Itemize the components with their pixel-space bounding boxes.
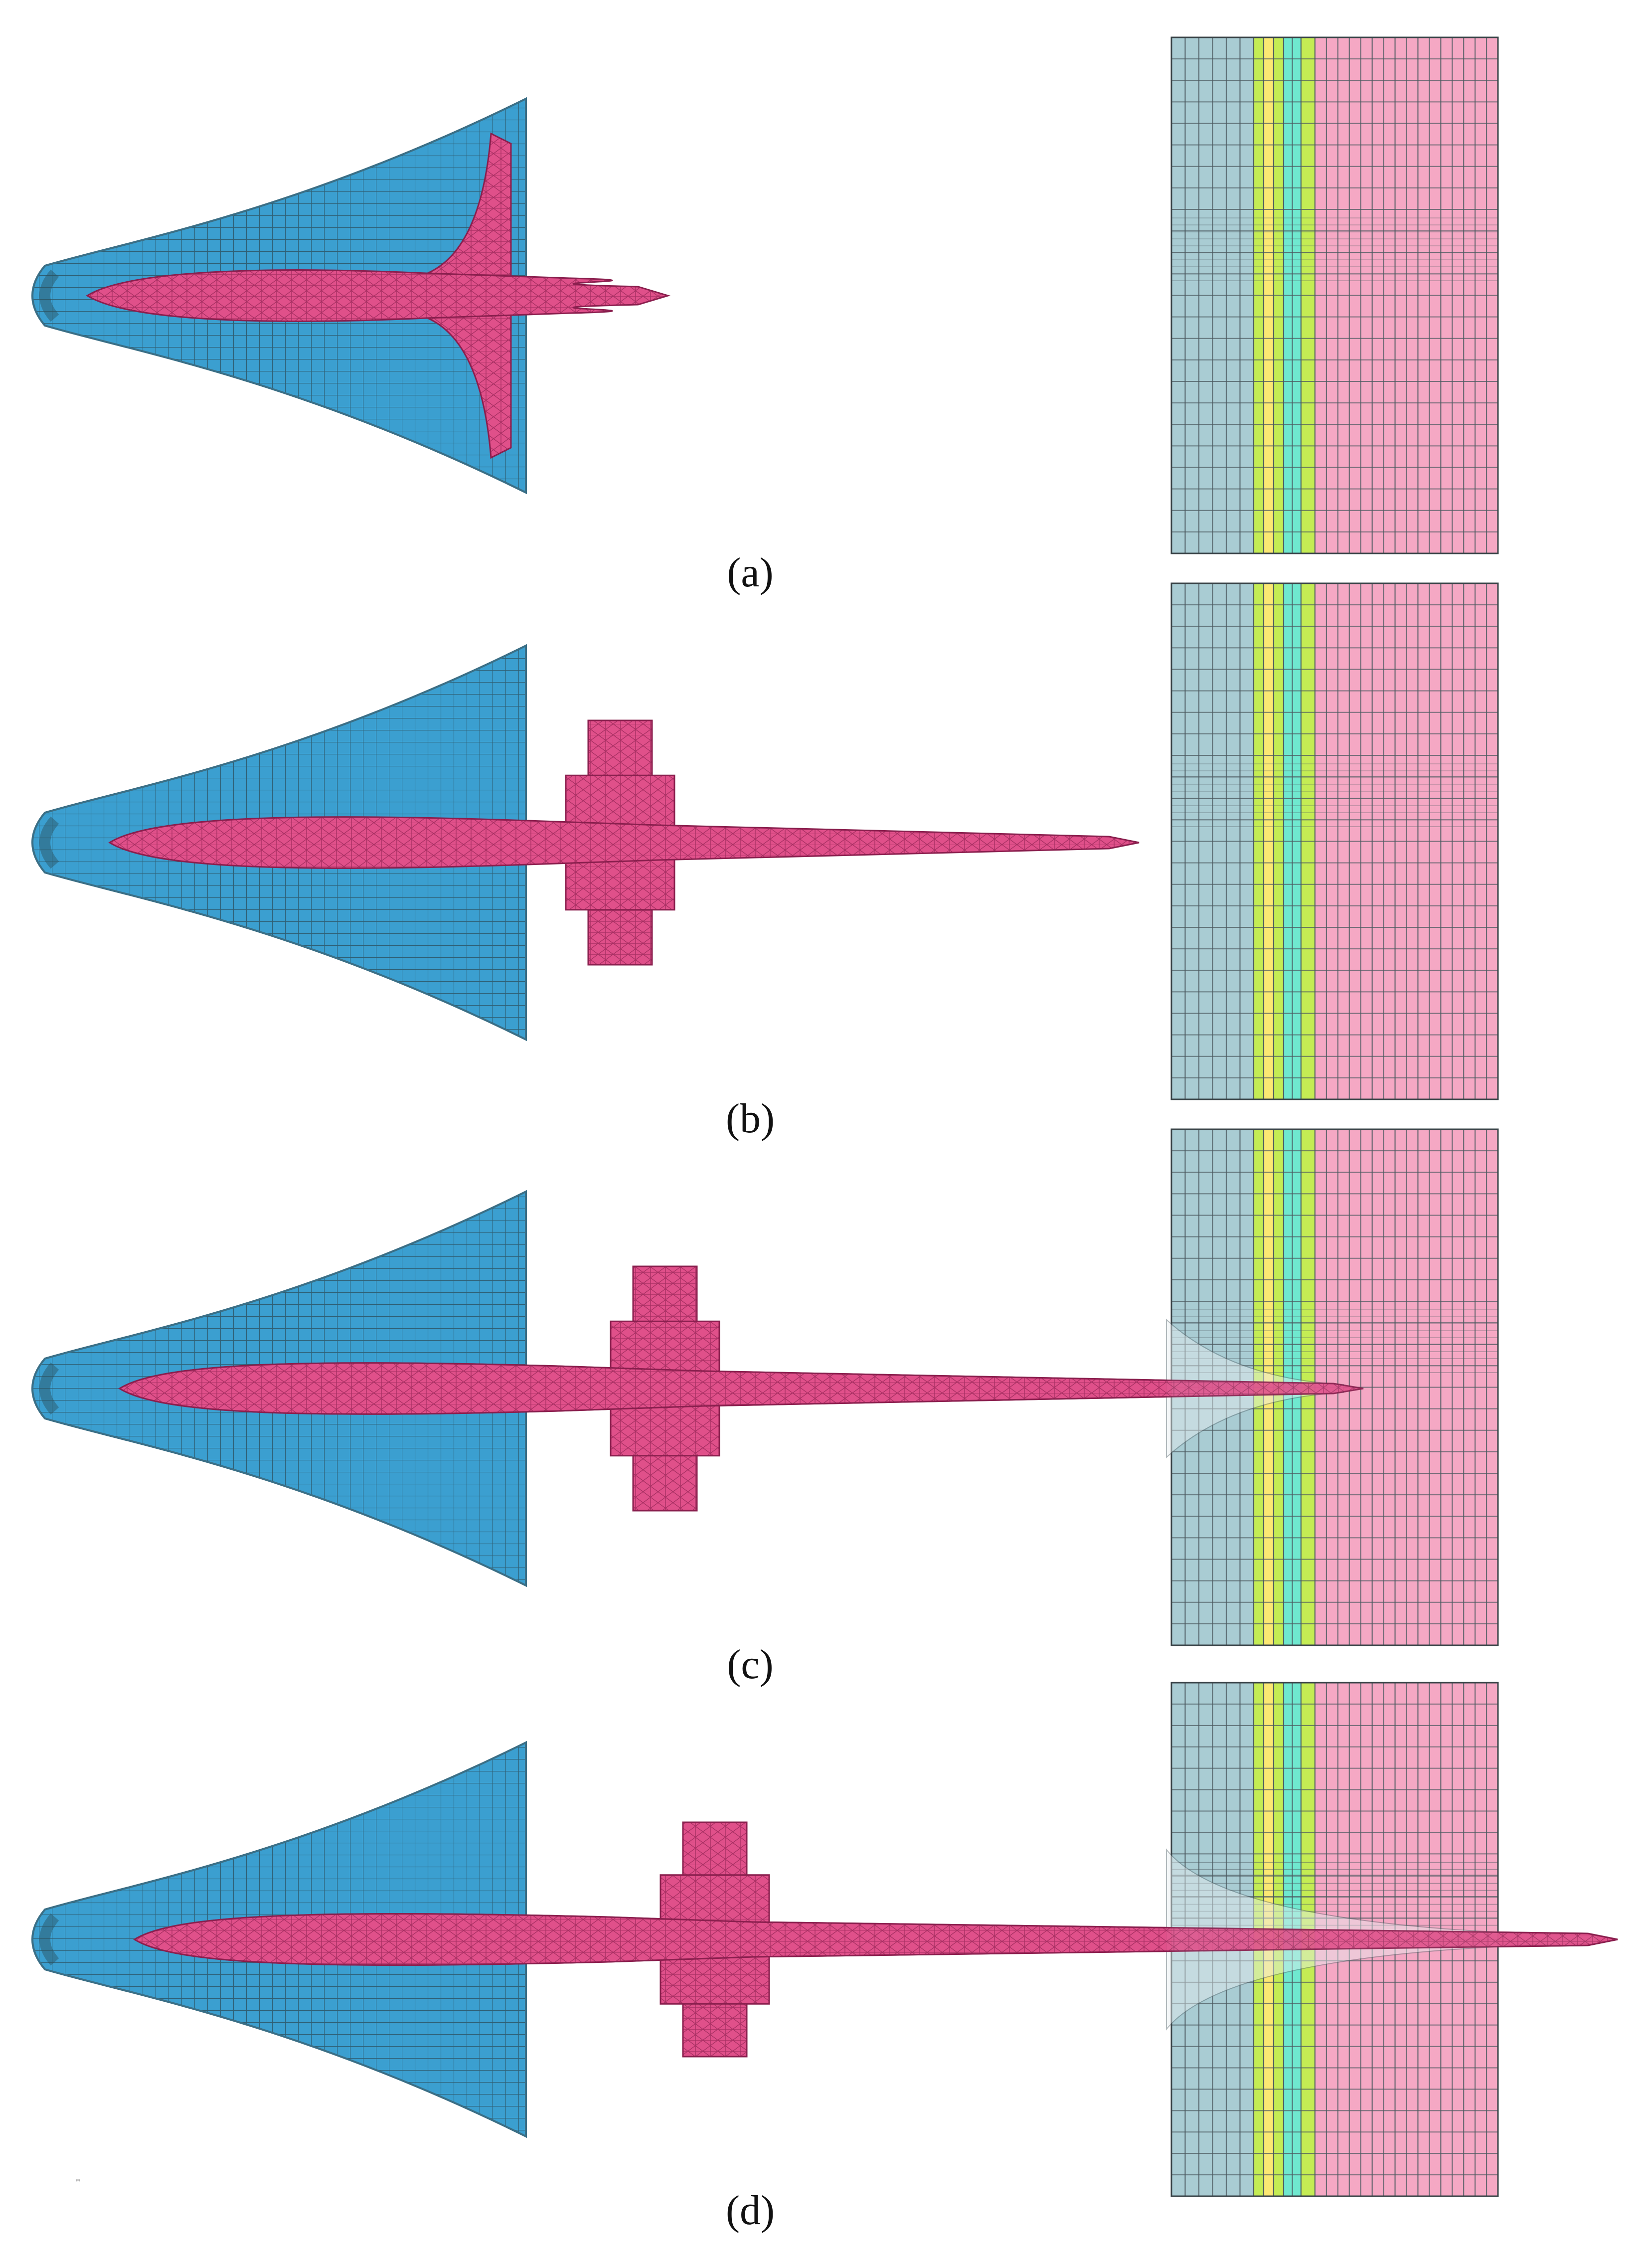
small-mark: " (76, 2177, 80, 2189)
plate-outline (1170, 36, 1499, 554)
panel-c (31, 1128, 1499, 1646)
panel-label-c: (c) (727, 1641, 774, 1688)
jet (108, 816, 1140, 869)
plate-outline (1170, 582, 1499, 1100)
liner-apex-shading (39, 269, 59, 322)
panel-label-b: (b) (726, 1095, 775, 1142)
jet-in-plate (133, 1913, 1618, 1966)
jet (86, 269, 671, 322)
panel-label-d: (d) (726, 2187, 775, 2234)
panel-label-a: (a) (727, 549, 774, 596)
panel-b (31, 582, 1499, 1100)
panel-d (31, 1682, 1618, 2197)
liner-apex-shading (39, 1362, 59, 1415)
liner-apex-shading (39, 1913, 59, 1966)
liner-apex-shading (39, 816, 59, 869)
jet-in-plate (118, 1362, 1364, 1415)
panel-a (31, 36, 1499, 554)
